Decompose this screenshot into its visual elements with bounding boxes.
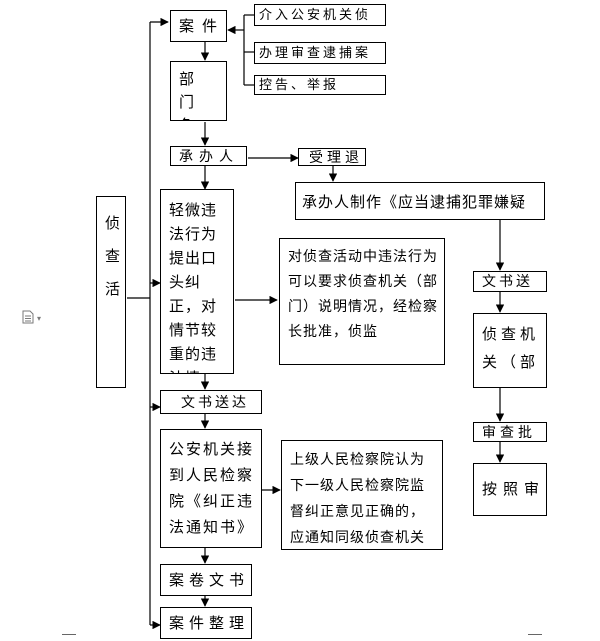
investigation-org-label: 侦查机关（部 xyxy=(482,325,540,371)
report-box: 对侦查活动中违法行为可以要求侦查机关（部门）说明情况，经检察长批准，侦监 xyxy=(279,238,445,365)
make-document-label: 承办人制作《应当逮捕犯罪嫌疑 xyxy=(302,193,527,211)
make-document-box: 承办人制作《应当逮捕犯罪嫌疑 xyxy=(295,182,545,220)
minor-violation-label: 轻微违法行为提出口头纠正，对情节较重的违法情形，和多次口头纠 xyxy=(169,201,218,373)
undertaker-box: 承办人 xyxy=(170,146,247,166)
higher-court-label: 上级人民检察院认为下一级人民检察院监督纠正意见正确的，应通知同级侦查机关 xyxy=(290,452,425,546)
as-review-label: 按照审 xyxy=(482,480,546,498)
undertaker-label: 承办人 xyxy=(179,149,239,165)
department-label: 部门负责 xyxy=(179,70,205,120)
case-arrange-box: 案件整理 xyxy=(160,607,252,639)
archive-doc-box: 案卷文书 xyxy=(160,564,252,596)
source-report-box: 控告、举报 xyxy=(254,75,386,95)
chevron-down-icon[interactable]: ▾ xyxy=(37,314,42,323)
accept-label: 受理退 xyxy=(309,150,363,166)
page-margin-mark-right xyxy=(528,634,542,635)
investigation-activity-label-box: 侦查活 xyxy=(96,196,126,388)
investigation-org-box: 侦查机关（部 xyxy=(473,313,547,388)
police-receive-box: 公安机关接到人民检察院《纠正违法通知书》 xyxy=(160,429,262,548)
minor-violation-box: 轻微违法行为提出口头纠正，对情节较重的违法情形，和多次口头纠 xyxy=(160,189,234,374)
as-review-box: 按照审 xyxy=(473,463,547,516)
doc-delivery-box: 文书送达 xyxy=(160,390,262,414)
accept-box: 受理退 xyxy=(298,148,366,166)
source-police-label: 介入公安机关侦 xyxy=(259,8,372,23)
page-margin-mark-left xyxy=(62,634,76,635)
department-box: 部门负责 xyxy=(170,61,227,121)
paste-options-icon[interactable] xyxy=(22,310,34,324)
higher-court-box: 上级人民检察院认为下一级人民检察院监督纠正意见正确的，应通知同级侦查机关 xyxy=(281,440,443,550)
report-label: 对侦查活动中违法行为可以要求侦查机关（部门）说明情况，经检察长批准，侦监 xyxy=(288,249,438,340)
review-label: 审查批 xyxy=(482,425,536,441)
source-arrest-box: 办理审查逮捕案 xyxy=(254,42,386,64)
source-police-box: 介入公安机关侦 xyxy=(254,4,386,26)
doc-delivery-right-box: 文书送 xyxy=(473,271,547,292)
investigation-activity-label: 侦查活 xyxy=(103,215,121,314)
source-arrest-label: 办理审查逮捕案 xyxy=(259,46,372,61)
case-label: 案件 xyxy=(179,17,226,35)
source-report-label: 控告、举报 xyxy=(259,78,340,93)
case-arrange-label: 案件整理 xyxy=(169,614,250,632)
review-box: 审查批 xyxy=(473,422,547,442)
doc-delivery-right-label: 文书送 xyxy=(482,274,533,290)
doc-delivery-label: 文书送达 xyxy=(181,395,249,411)
police-receive-label: 公安机关接到人民检察院《纠正违法通知书》 xyxy=(169,440,255,536)
archive-doc-label: 案卷文书 xyxy=(169,571,250,589)
case-box: 案件 xyxy=(170,10,227,42)
